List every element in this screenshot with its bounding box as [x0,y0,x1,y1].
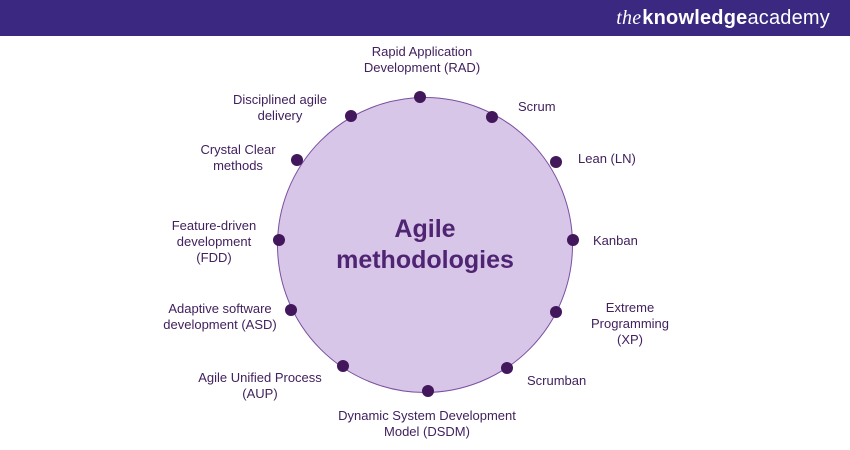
node-dot-rad [414,91,426,103]
agile-circle: Agile methodologies [277,97,573,393]
node-label-scrumban: Scrumban [527,373,587,388]
node-dot-fdd [273,234,285,246]
node-dot-crystal [291,154,303,166]
node-label-dsdm: Dynamic System Development Model (DSDM) [338,408,516,439]
node-dot-aup [337,360,349,372]
node-label-disciplined: Disciplined agile delivery [233,92,327,123]
node-dot-lean [550,156,562,168]
logo-academy: academy [747,6,830,29]
brand-logo: theknowledgeacademy [616,7,830,30]
node-dot-asd [285,304,297,316]
header-bar: theknowledgeacademy [0,0,850,36]
node-label-asd: Adaptive software development (ASD) [163,301,277,332]
node-label-lean: Lean (LN) [578,151,636,166]
node-label-kanban: Kanban [593,233,638,248]
logo-knowledge: knowledge [642,6,748,29]
node-label-fdd: Feature-driven development (FDD) [171,218,257,265]
node-dot-kanban [567,234,579,246]
node-label-crystal: Crystal Clear methods [200,142,276,173]
node-dot-disciplined [345,110,357,122]
node-label-xp: Extreme Programming (XP) [590,300,670,347]
node-dot-xp [550,306,562,318]
logo-the: the [616,6,642,29]
node-dot-scrumban [501,362,513,374]
node-label-scrum: Scrum [518,99,556,114]
node-dot-dsdm [422,385,434,397]
node-dot-scrum [486,111,498,123]
node-label-rad: Rapid Application Development (RAD) [363,44,481,75]
diagram-title: Agile methodologies [336,214,514,274]
node-label-aup: Agile Unified Process (AUP) [198,370,322,401]
